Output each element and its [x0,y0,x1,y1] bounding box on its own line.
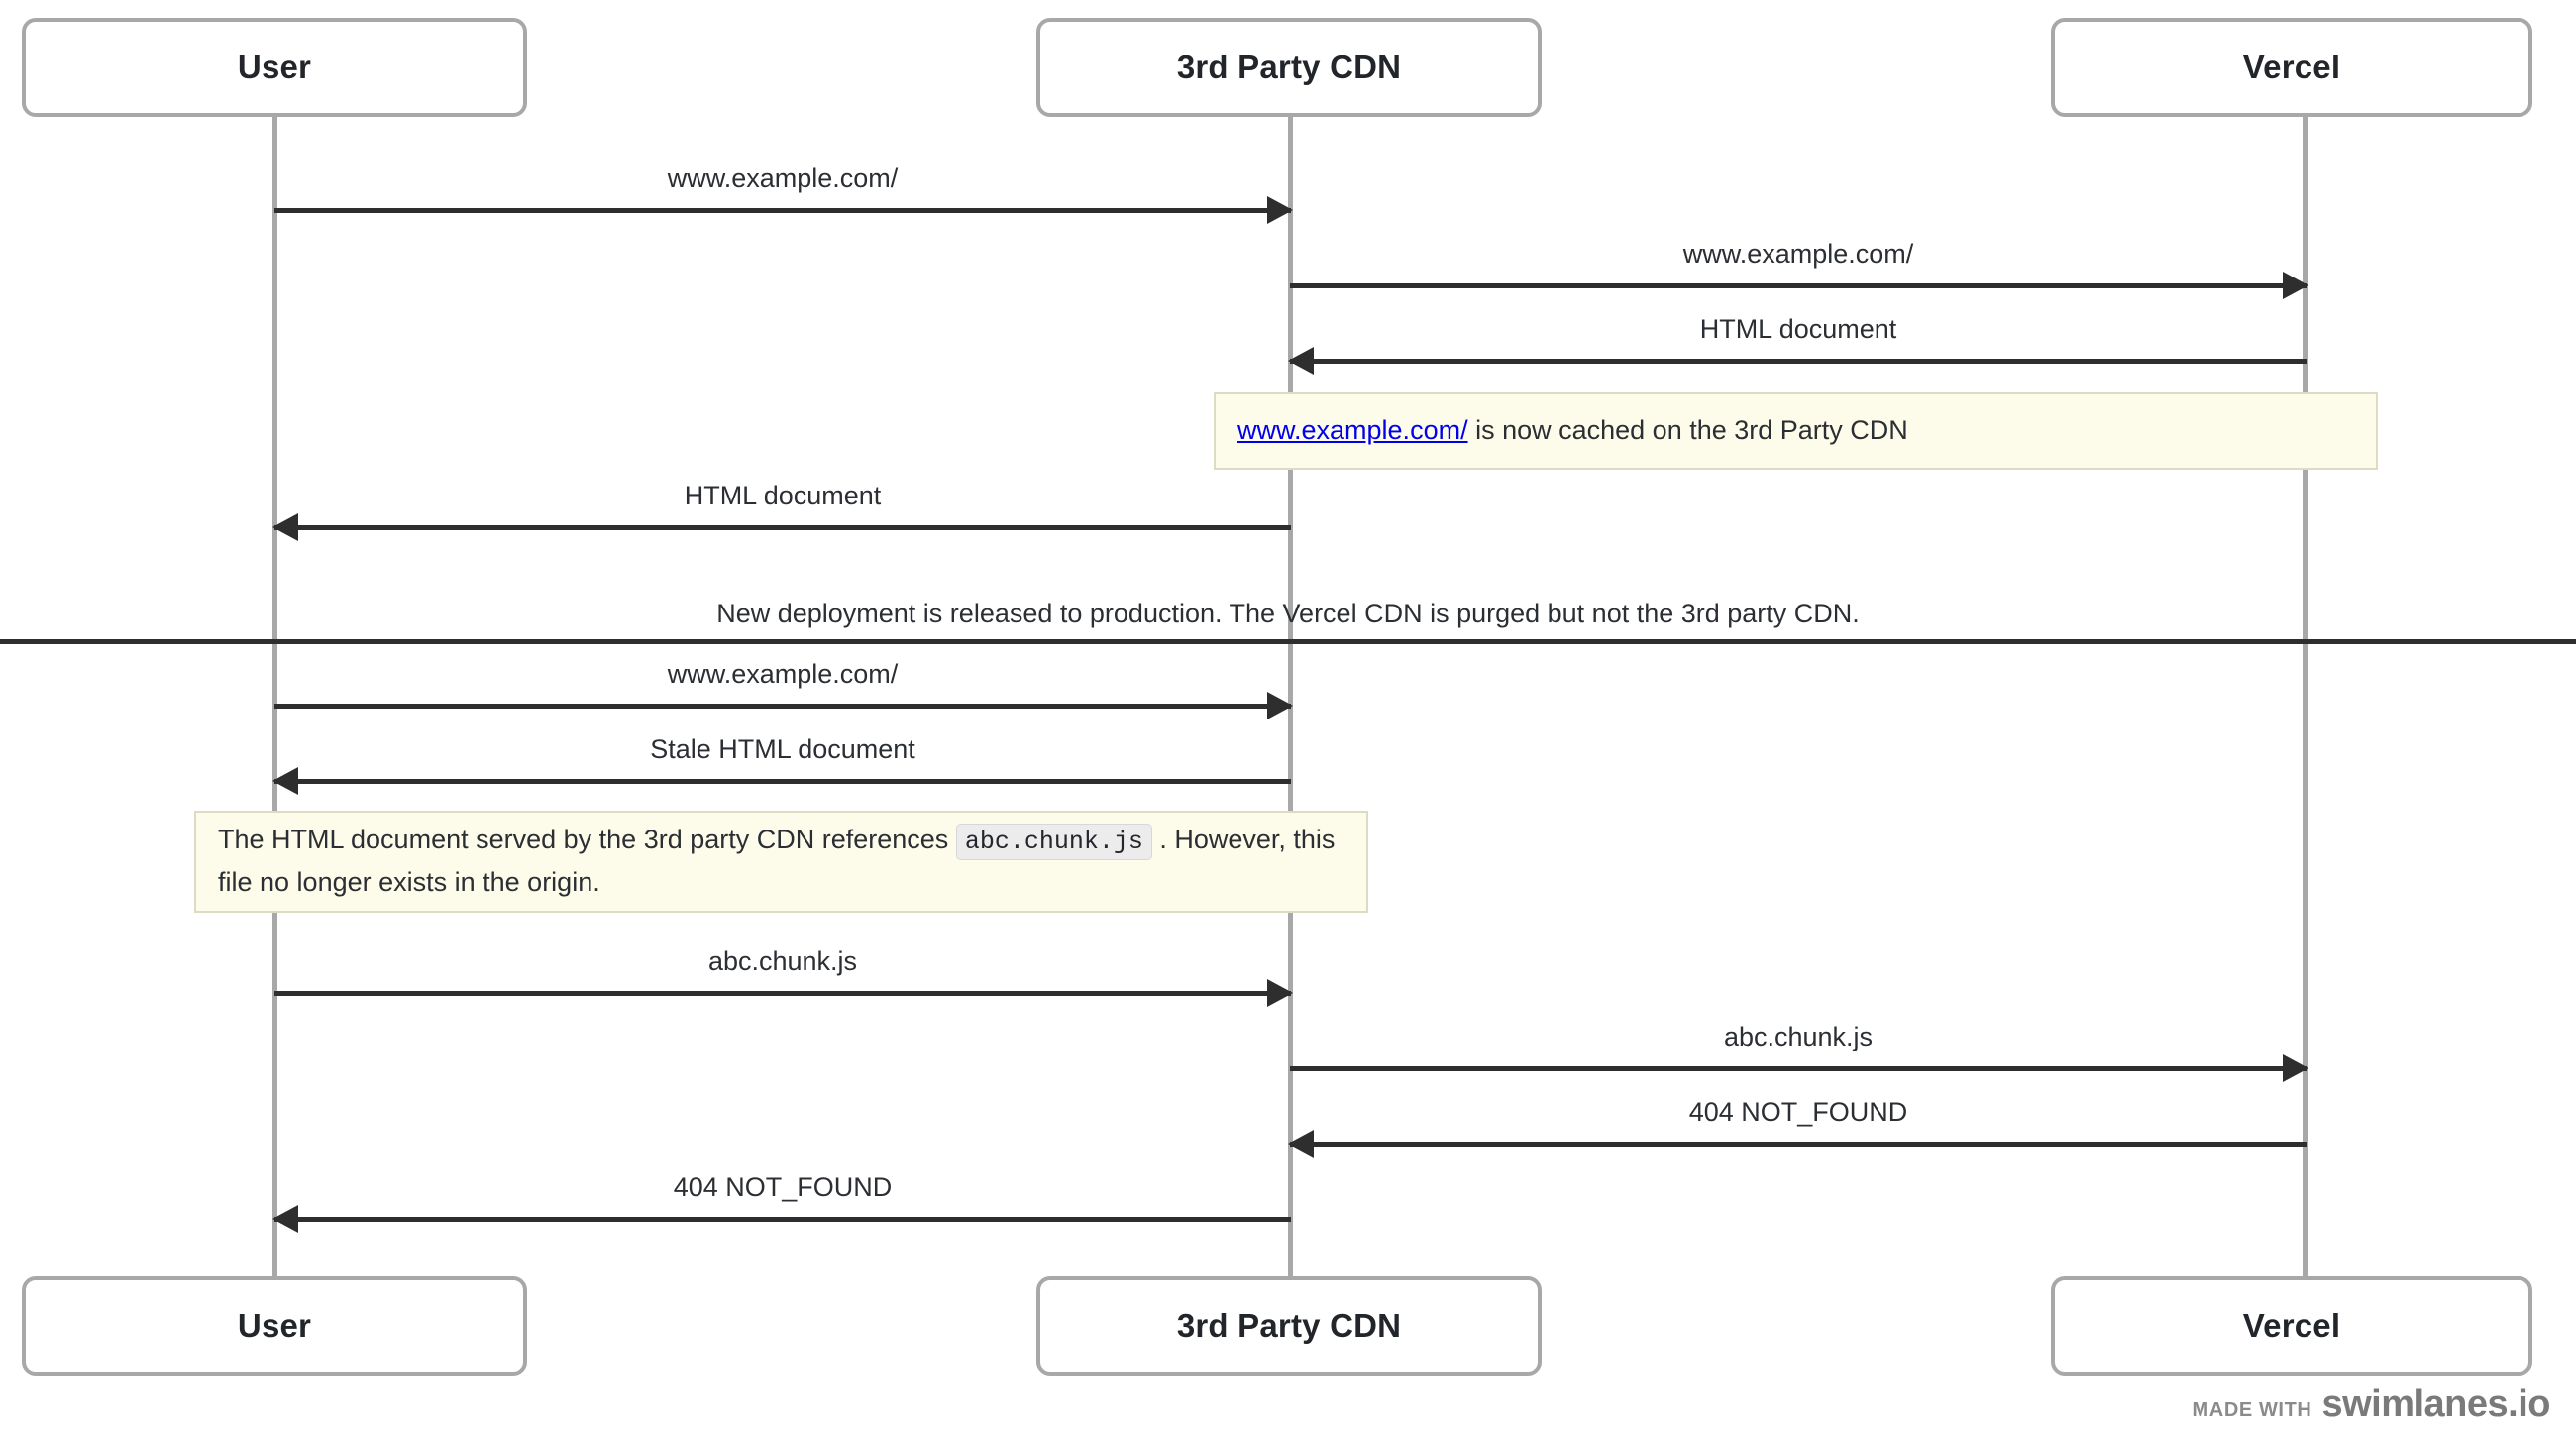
message-9-line [1290,1142,2307,1147]
note-cached: www.example.com/ is now cached on the 3r… [1214,392,2378,470]
watermark[interactable]: MADE WITH swimlanes.io [2192,1383,2551,1426]
arrowhead-right-icon [1267,979,1293,1007]
message-8-label: abc.chunk.js [1723,1022,1874,1051]
message-2-label: www.example.com/ [1682,239,1914,269]
divider-rule [0,639,2576,644]
arrowhead-left-icon [272,513,298,541]
message-4-label: HTML document [684,481,882,510]
arrowhead-right-icon [1267,692,1293,719]
note-cached-suffix: is now cached on the 3rd Party CDN [1467,415,1908,446]
arrowhead-right-icon [2283,272,2308,299]
actor-label-cdn: 3rd Party CDN [1176,49,1402,85]
arrowhead-left-icon [1288,1130,1314,1158]
arrowhead-left-icon [272,1205,298,1233]
note-missing-chunk-prefix: The HTML document served by the 3rd part… [218,825,956,855]
message-1-label: www.example.com/ [667,164,899,193]
actor-footer-user[interactable]: User [22,1276,527,1376]
message-9-label: 404 NOT_FOUND [1688,1097,1908,1127]
message-7-line [274,991,1291,996]
message-6-line [274,779,1291,784]
message-5-line [274,704,1291,709]
actor-label-vercel: Vercel [2242,49,2341,85]
note-cached-link[interactable]: www.example.com/ [1237,415,1468,446]
message-10-line [274,1217,1291,1222]
message-6-label: Stale HTML document [650,734,915,764]
actor-label-user: User [237,49,312,85]
actor-footer-vercel[interactable]: Vercel [2051,1276,2532,1376]
watermark-made-with: MADE WITH [2192,1399,2312,1421]
actor-header-cdn[interactable]: 3rd Party CDN [1036,18,1542,117]
message-10-label: 404 NOT_FOUND [673,1172,893,1202]
note-missing-chunk-text: The HTML document served by the 3rd part… [196,820,1366,904]
lifeline-user [272,117,277,1276]
actor-label-user-footer: User [237,1307,312,1344]
actor-label-cdn-footer: 3rd Party CDN [1176,1307,1402,1344]
arrowhead-right-icon [2283,1054,2308,1082]
actor-header-vercel[interactable]: Vercel [2051,18,2532,117]
arrowhead-right-icon [1267,196,1293,224]
message-3-label: HTML document [1699,314,1897,344]
note-missing-chunk: The HTML document served by the 3rd part… [194,811,1368,913]
arrowhead-left-icon [272,767,298,795]
message-1-line [274,208,1291,213]
message-4-line [274,525,1291,530]
message-8-line [1290,1066,2307,1071]
actor-header-user[interactable]: User [22,18,527,117]
message-2-line [1290,283,2307,288]
message-3-line [1290,359,2307,364]
message-7-label: abc.chunk.js [707,946,858,976]
message-5-label: www.example.com/ [667,659,899,689]
actor-footer-cdn[interactable]: 3rd Party CDN [1036,1276,1542,1376]
note-missing-chunk-code: abc.chunk.js [955,824,1152,861]
lifeline-vercel [2303,117,2308,1276]
actor-label-vercel-footer: Vercel [2242,1307,2341,1344]
arrowhead-left-icon [1288,347,1314,375]
note-cached-text: www.example.com/ is now cached on the 3r… [1216,410,1930,452]
watermark-brand: swimlanes.io [2321,1383,2550,1425]
note-missing-chunk-suffix: . However, this file no longer exists in… [218,825,1336,897]
divider-label: New deployment is released to production… [716,599,1860,628]
